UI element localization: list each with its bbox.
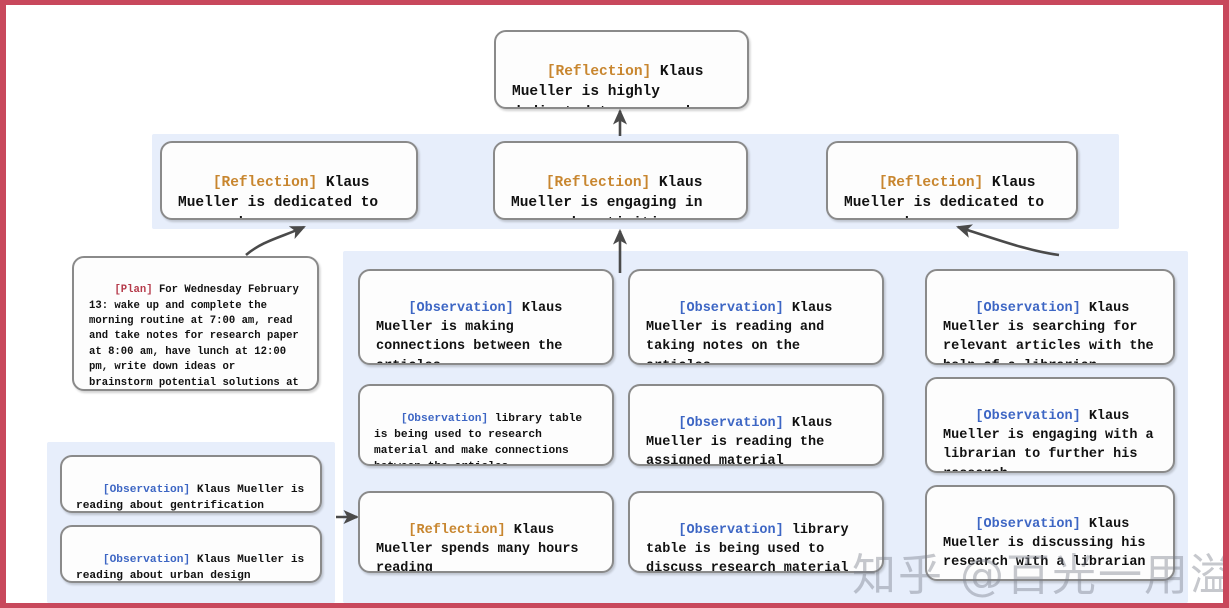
leftcol-reflection[interactable]: [Reflection] Klaus Mueller spends many h… xyxy=(358,491,614,573)
observation-tag: [Observation] xyxy=(102,483,191,496)
level2-reflection-middle[interactable]: [Reflection] Klaus Mueller is engaging i… xyxy=(493,141,748,220)
edge-plan-to-left xyxy=(245,225,306,256)
bottomleft-observation-1-text: Klaus Mueller is reading about gentrific… xyxy=(76,483,311,512)
observation-tag: [Observation] xyxy=(975,301,1081,317)
rightcol-observation-3[interactable]: [Observation] Klaus Mueller is discussin… xyxy=(925,485,1175,581)
plan-tag: [Plan] xyxy=(114,284,153,297)
leftcol-observation-1[interactable]: [Observation] Klaus Mueller is making co… xyxy=(358,269,614,365)
level2-middle-text: Klaus Mueller is engaging in research ac… xyxy=(511,174,703,218)
leftcol-reflection-text: Klaus Mueller spends many hours reading xyxy=(376,523,587,573)
rightcol-observation-3-text: Klaus Mueller is discussing his research… xyxy=(943,517,1154,571)
root-reflection-text: Klaus Mueller is highly dedicated to res… xyxy=(512,63,704,107)
observation-tag: [Observation] xyxy=(975,409,1081,425)
observation-tag: [Observation] xyxy=(400,412,489,425)
observation-tag: [Observation] xyxy=(975,517,1081,533)
leftcol-observation-1-text: Klaus Mueller is making connections betw… xyxy=(376,301,563,363)
midcol-observation-2-text: Klaus Mueller is reading the assigned ma… xyxy=(646,416,841,466)
rightcol-observation-1[interactable]: [Observation] Klaus Mueller is searching… xyxy=(925,269,1175,365)
midcol-observation-1-text: Klaus Mueller is reading and taking note… xyxy=(646,301,833,363)
reflection-tag: [Reflection] xyxy=(408,523,506,539)
reflection-tag: [Reflection] xyxy=(212,174,318,191)
root-reflection-node[interactable]: [Reflection] Klaus Mueller is highly ded… xyxy=(494,30,749,109)
rightcol-observation-1-text: Klaus Mueller is searching for relevant … xyxy=(943,301,1154,363)
observation-tag: [Observation] xyxy=(678,301,784,317)
observation-tag: [Observation] xyxy=(408,301,514,317)
bottomleft-observation-2[interactable]: [Observation] Klaus Mueller is reading a… xyxy=(60,525,322,583)
bottomleft-observation-2-text: Klaus Mueller is reading about urban des… xyxy=(76,553,311,582)
midcol-observation-1[interactable]: [Observation] Klaus Mueller is reading a… xyxy=(628,269,884,365)
rightcol-observation-2-text: Klaus Mueller is engaging with a librari… xyxy=(943,409,1154,471)
level2-right-text: Klaus Mueller is dedicated to research xyxy=(844,174,1045,218)
observation-tag: [Observation] xyxy=(678,416,784,432)
leftcol-observation-2-text: library table is being used to research … xyxy=(374,412,583,464)
bottomleft-observation-1[interactable]: [Observation] Klaus Mueller is reading a… xyxy=(60,455,322,513)
plan-node[interactable]: [Plan] For Wednesday February 13: wake u… xyxy=(72,256,319,391)
level2-left-text: Klaus Mueller is dedicated to research xyxy=(178,174,379,218)
plan-text: For Wednesday February 13: wake up and c… xyxy=(89,284,299,389)
reflection-tag: [Reflection] xyxy=(545,174,651,191)
level2-reflection-right[interactable]: [Reflection] Klaus Mueller is dedicated … xyxy=(826,141,1078,220)
midcol-observation-3[interactable]: [Observation] library table is being use… xyxy=(628,491,884,573)
leftcol-observation-2[interactable]: [Observation] library table is being use… xyxy=(358,384,614,466)
midcol-observation-3-text: library table is being used to discuss r… xyxy=(646,523,857,573)
rightcol-observation-2[interactable]: [Observation] Klaus Mueller is engaging … xyxy=(925,377,1175,473)
reflection-tag: [Reflection] xyxy=(546,63,652,80)
observation-tag: [Observation] xyxy=(102,553,191,566)
midcol-observation-2[interactable]: [Observation] Klaus Mueller is reading t… xyxy=(628,384,884,466)
level2-reflection-left[interactable]: [Reflection] Klaus Mueller is dedicated … xyxy=(160,141,418,220)
reflection-tag: [Reflection] xyxy=(878,174,984,191)
observation-tag: [Observation] xyxy=(678,523,784,539)
